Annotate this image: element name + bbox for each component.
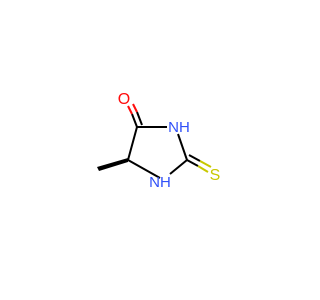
sulfur-label: S <box>210 167 221 184</box>
bond-c4-o-double <box>127 103 143 128</box>
molecule-canvas: O NH NH S <box>97 91 221 191</box>
bond-n3-c2 <box>177 133 188 161</box>
molecule-structure: O NH NH S <box>97 91 221 191</box>
bond-c2-s-double <box>186 154 212 173</box>
nitrogen-bottom-label: NH <box>149 174 171 191</box>
bond-c4-c5 <box>127 126 138 161</box>
bond-c5-n1 <box>127 159 161 179</box>
wedge-bond-c5-methyl <box>97 158 128 171</box>
bond-n1-c2 <box>169 159 188 175</box>
nitrogen-top-label: NH <box>168 119 190 136</box>
oxygen-label: O <box>118 91 130 108</box>
